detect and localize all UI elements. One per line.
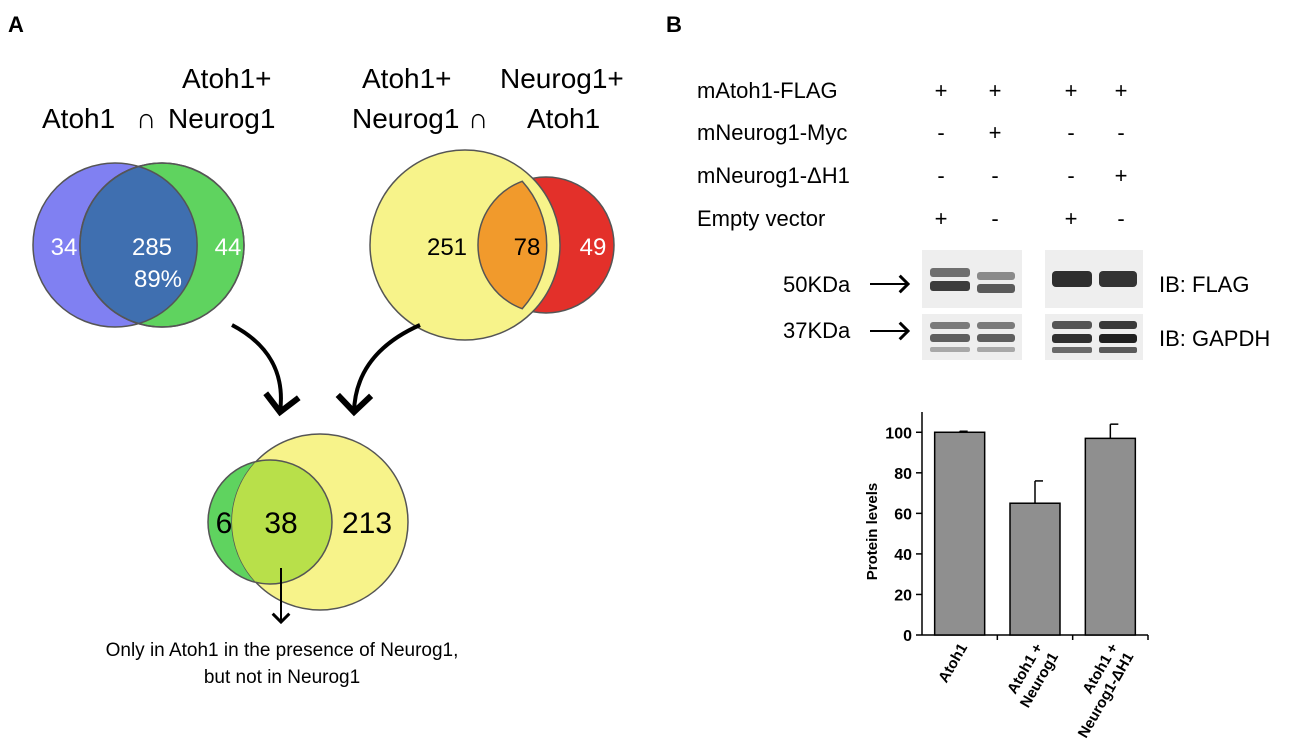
condition-sign: - bbox=[1067, 163, 1074, 188]
y-tick-label: 0 bbox=[903, 628, 912, 645]
condition-label-3: Empty vector bbox=[697, 206, 825, 231]
blot-band bbox=[1099, 334, 1137, 343]
venn1-intersect-symbol: ∩ bbox=[136, 103, 156, 134]
blot-marker-37kda: 37KDa bbox=[783, 318, 851, 343]
ib-label-flag: IB: FLAG bbox=[1159, 272, 1249, 297]
western-blot bbox=[922, 250, 1143, 360]
y-tick-label: 40 bbox=[894, 547, 912, 564]
x-tick-label: Atoh1 +Neurog1 bbox=[1001, 640, 1062, 710]
condition-sign: - bbox=[991, 163, 998, 188]
blot-band bbox=[977, 284, 1015, 293]
blot-band bbox=[930, 334, 970, 342]
panel-label-a: A bbox=[8, 12, 24, 37]
arrow-venn1-to-venn3 bbox=[231, 323, 301, 417]
condition-sign: + bbox=[935, 206, 948, 231]
venn3 bbox=[207, 433, 409, 611]
blot-band bbox=[1099, 321, 1137, 329]
venn3-overlap-count: 38 bbox=[264, 507, 297, 540]
condition-sign: + bbox=[1115, 78, 1128, 103]
condition-sign: - bbox=[1117, 120, 1124, 145]
venn1-right-title-line2: Neurog1 bbox=[168, 103, 275, 134]
condition-sign: + bbox=[1115, 163, 1128, 188]
bar bbox=[933, 431, 986, 636]
blot-band bbox=[930, 322, 970, 329]
condition-sign: - bbox=[937, 120, 944, 145]
condition-sign: + bbox=[935, 78, 948, 103]
blot-marker-50kda: 50KDa bbox=[783, 272, 851, 297]
blot-band bbox=[1052, 347, 1092, 353]
venn1-overlap-count: 285 bbox=[132, 234, 172, 261]
blot-band bbox=[930, 268, 970, 277]
venn3-caption-line1: Only in Atoh1 in the presence of Neurog1… bbox=[106, 640, 459, 661]
x-tick-label: Atoh1 bbox=[935, 641, 971, 686]
condition-sign: - bbox=[991, 206, 998, 231]
venn1-outline-right bbox=[79, 162, 245, 328]
y-tick-label: 20 bbox=[894, 587, 912, 604]
ib-label-gapdh: IB: GAPDH bbox=[1159, 326, 1270, 351]
condition-sign: + bbox=[989, 78, 1002, 103]
venn2 bbox=[369, 149, 615, 341]
venn3-caption-line2: but not in Neurog1 bbox=[204, 667, 360, 688]
condition-table: mAtoh1-FLAG mNeurog1-Myc mNeurog1-ΔH1 Em… bbox=[697, 78, 1127, 231]
blot-band bbox=[1052, 334, 1092, 343]
venn3-left-only: 6 bbox=[216, 507, 233, 540]
blot-band bbox=[1099, 271, 1137, 287]
venn1-left-only: 34 bbox=[51, 234, 78, 261]
condition-sign: + bbox=[1065, 78, 1078, 103]
venn3-right-only: 213 bbox=[342, 507, 392, 540]
blot-band bbox=[1052, 271, 1092, 287]
condition-sign: - bbox=[1117, 206, 1124, 231]
condition-sign: - bbox=[1067, 120, 1074, 145]
venn2-right-title-line2: Atoh1 bbox=[527, 103, 600, 134]
blot-band bbox=[1099, 347, 1137, 353]
blot-band bbox=[977, 334, 1015, 342]
condition-sign: + bbox=[1065, 206, 1078, 231]
blot-band bbox=[977, 322, 1015, 329]
blot-band bbox=[1052, 321, 1092, 329]
venn1-left-title: Atoh1 bbox=[42, 103, 115, 134]
venn3-overlap-lime bbox=[232, 459, 333, 585]
condition-sign: + bbox=[989, 120, 1002, 145]
venn1-overlap-percent: 89% bbox=[134, 266, 182, 293]
panel-label-b: B bbox=[666, 12, 682, 37]
condition-label-1: mNeurog1-Myc bbox=[697, 120, 847, 145]
arrow-venn2-to-venn3 bbox=[335, 323, 421, 417]
venn2-overlap-count: 78 bbox=[514, 234, 541, 261]
bar bbox=[1084, 437, 1137, 636]
blot-band bbox=[930, 347, 970, 352]
blot-band bbox=[977, 347, 1015, 352]
venn1-right-title-line1: Atoh1+ bbox=[182, 63, 272, 94]
condition-sign: - bbox=[937, 163, 944, 188]
x-tick-label: Atoh1 +Neurog1-ΔH1 bbox=[1059, 640, 1137, 741]
venn2-left-title-line1: Atoh1+ bbox=[362, 63, 452, 94]
venn2-right-title-line1: Neurog1+ bbox=[500, 63, 624, 94]
x-tick-label-line: Atoh1 bbox=[935, 641, 971, 686]
venn1 bbox=[32, 162, 245, 328]
y-axis-label: Protein levels bbox=[864, 483, 881, 581]
y-tick-label: 60 bbox=[894, 506, 912, 523]
venn2-left-only: 251 bbox=[427, 234, 467, 261]
condition-label-0: mAtoh1-FLAG bbox=[697, 78, 838, 103]
blot-band bbox=[930, 281, 970, 291]
venn1-right-only: 44 bbox=[215, 234, 242, 261]
venn2-intersect-symbol: ∩ bbox=[468, 103, 488, 134]
bar bbox=[1009, 502, 1061, 636]
venn2-left-title-line2: Neurog1 bbox=[352, 103, 459, 134]
y-tick-label: 80 bbox=[894, 466, 912, 483]
venn2-overlap bbox=[477, 180, 548, 310]
venn2-right-only: 49 bbox=[580, 234, 607, 261]
y-tick-label: 100 bbox=[885, 425, 912, 442]
condition-label-2: mNeurog1-ΔH1 bbox=[697, 163, 850, 188]
blot-band bbox=[977, 272, 1015, 280]
